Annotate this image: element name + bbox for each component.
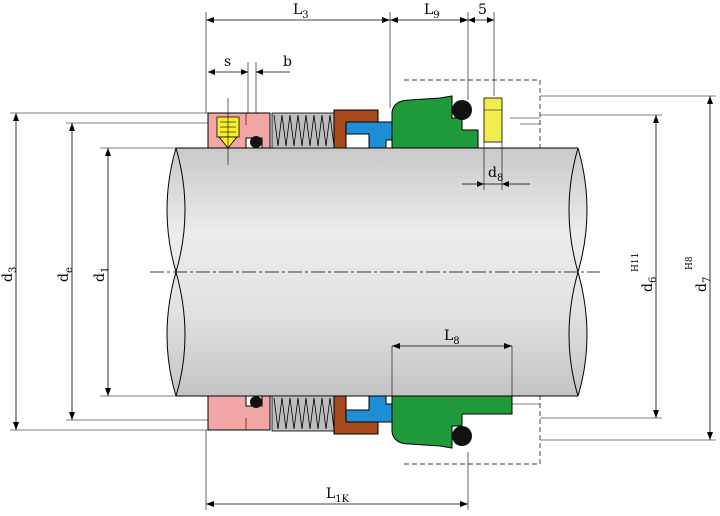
label-de: de bbox=[56, 267, 75, 282]
pink-seat-lower bbox=[207, 395, 271, 431]
blue-ring-lower bbox=[345, 395, 393, 423]
label-d8: d8 bbox=[488, 165, 503, 184]
label-L8: L8 bbox=[444, 328, 460, 347]
label-s: s bbox=[224, 54, 231, 70]
label-d1: d1 bbox=[92, 267, 111, 282]
label-d7-tolerance: H8 bbox=[685, 256, 695, 270]
lower-seal-assembly bbox=[207, 395, 541, 465]
label-d6-tolerance: H11 bbox=[631, 253, 641, 272]
label-b: b bbox=[283, 54, 292, 70]
oring-seat-lower bbox=[250, 396, 262, 408]
green-ring-lower bbox=[391, 395, 513, 449]
anti-rotation-pin-upper bbox=[483, 97, 503, 143]
dimension-labels: L3 L9 5 s b d8 L8 L1K d3 de d1 d6 H11 d7… bbox=[0, 2, 713, 505]
label-d3: d3 bbox=[0, 267, 19, 282]
oring-lower bbox=[452, 426, 472, 446]
shaft bbox=[150, 147, 600, 397]
green-ring-upper bbox=[391, 95, 479, 149]
spring-upper bbox=[271, 112, 335, 149]
label-L1K: L1K bbox=[326, 486, 350, 505]
label-d6: d6 bbox=[640, 277, 659, 292]
oring-seat-upper bbox=[250, 136, 262, 148]
label-L3: L3 bbox=[293, 2, 309, 21]
spring-lower bbox=[271, 395, 335, 432]
extension-lines bbox=[10, 12, 716, 510]
dimension-lines bbox=[13, 17, 713, 507]
upper-seal-assembly bbox=[207, 79, 541, 165]
blue-ring-upper bbox=[345, 121, 393, 149]
label-L9: L9 bbox=[424, 2, 440, 21]
set-screw-upper bbox=[216, 98, 240, 165]
oring-upper bbox=[452, 100, 472, 120]
label-d7: d7 bbox=[694, 277, 713, 292]
label-5: 5 bbox=[478, 2, 487, 18]
